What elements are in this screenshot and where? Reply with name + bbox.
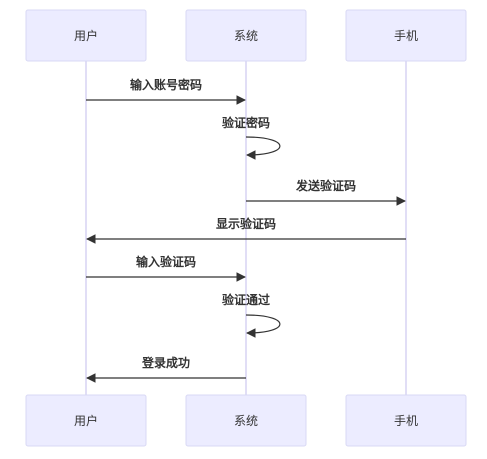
message-7: 登录成功 <box>86 355 246 383</box>
message-1: 输入账号密码 <box>86 77 246 105</box>
actor-bottom-user: 用户 <box>25 394 147 447</box>
message-6-label: 验证通过 <box>222 292 270 307</box>
message-4-label: 显示验证码 <box>216 216 276 231</box>
message-2-label: 验证密码 <box>222 115 270 130</box>
message-1-label: 输入账号密码 <box>130 77 202 92</box>
message-2: 验证密码 <box>222 115 281 160</box>
message-7-label: 登录成功 <box>141 355 190 370</box>
actor-bottom-system: 系统 <box>185 394 307 447</box>
actor-bottom-user-label: 用户 <box>74 413 98 428</box>
message-6-arrow <box>245 314 281 338</box>
actor-top-user-label: 用户 <box>74 28 98 43</box>
message-4: 显示验证码 <box>86 216 406 244</box>
actor-top-phone-label: 手机 <box>394 29 418 43</box>
actor-bottom-phone: 手机 <box>345 394 467 447</box>
message-3-label: 发送验证码 <box>295 178 356 193</box>
actor-bottom-system-label: 系统 <box>234 414 258 428</box>
actor-top-user: 用户 <box>25 9 147 62</box>
message-2-arrow <box>245 136 281 160</box>
message-5-label: 输入验证码 <box>136 254 196 269</box>
actor-bottom-phone-label: 手机 <box>394 414 418 428</box>
message-6: 验证通过 <box>222 292 281 338</box>
message-5: 输入验证码 <box>86 254 246 282</box>
actor-top-system-label: 系统 <box>234 29 258 43</box>
actor-top-system: 系统 <box>185 9 307 62</box>
actor-top-phone: 手机 <box>345 9 467 62</box>
message-3: 发送验证码 <box>246 178 406 206</box>
